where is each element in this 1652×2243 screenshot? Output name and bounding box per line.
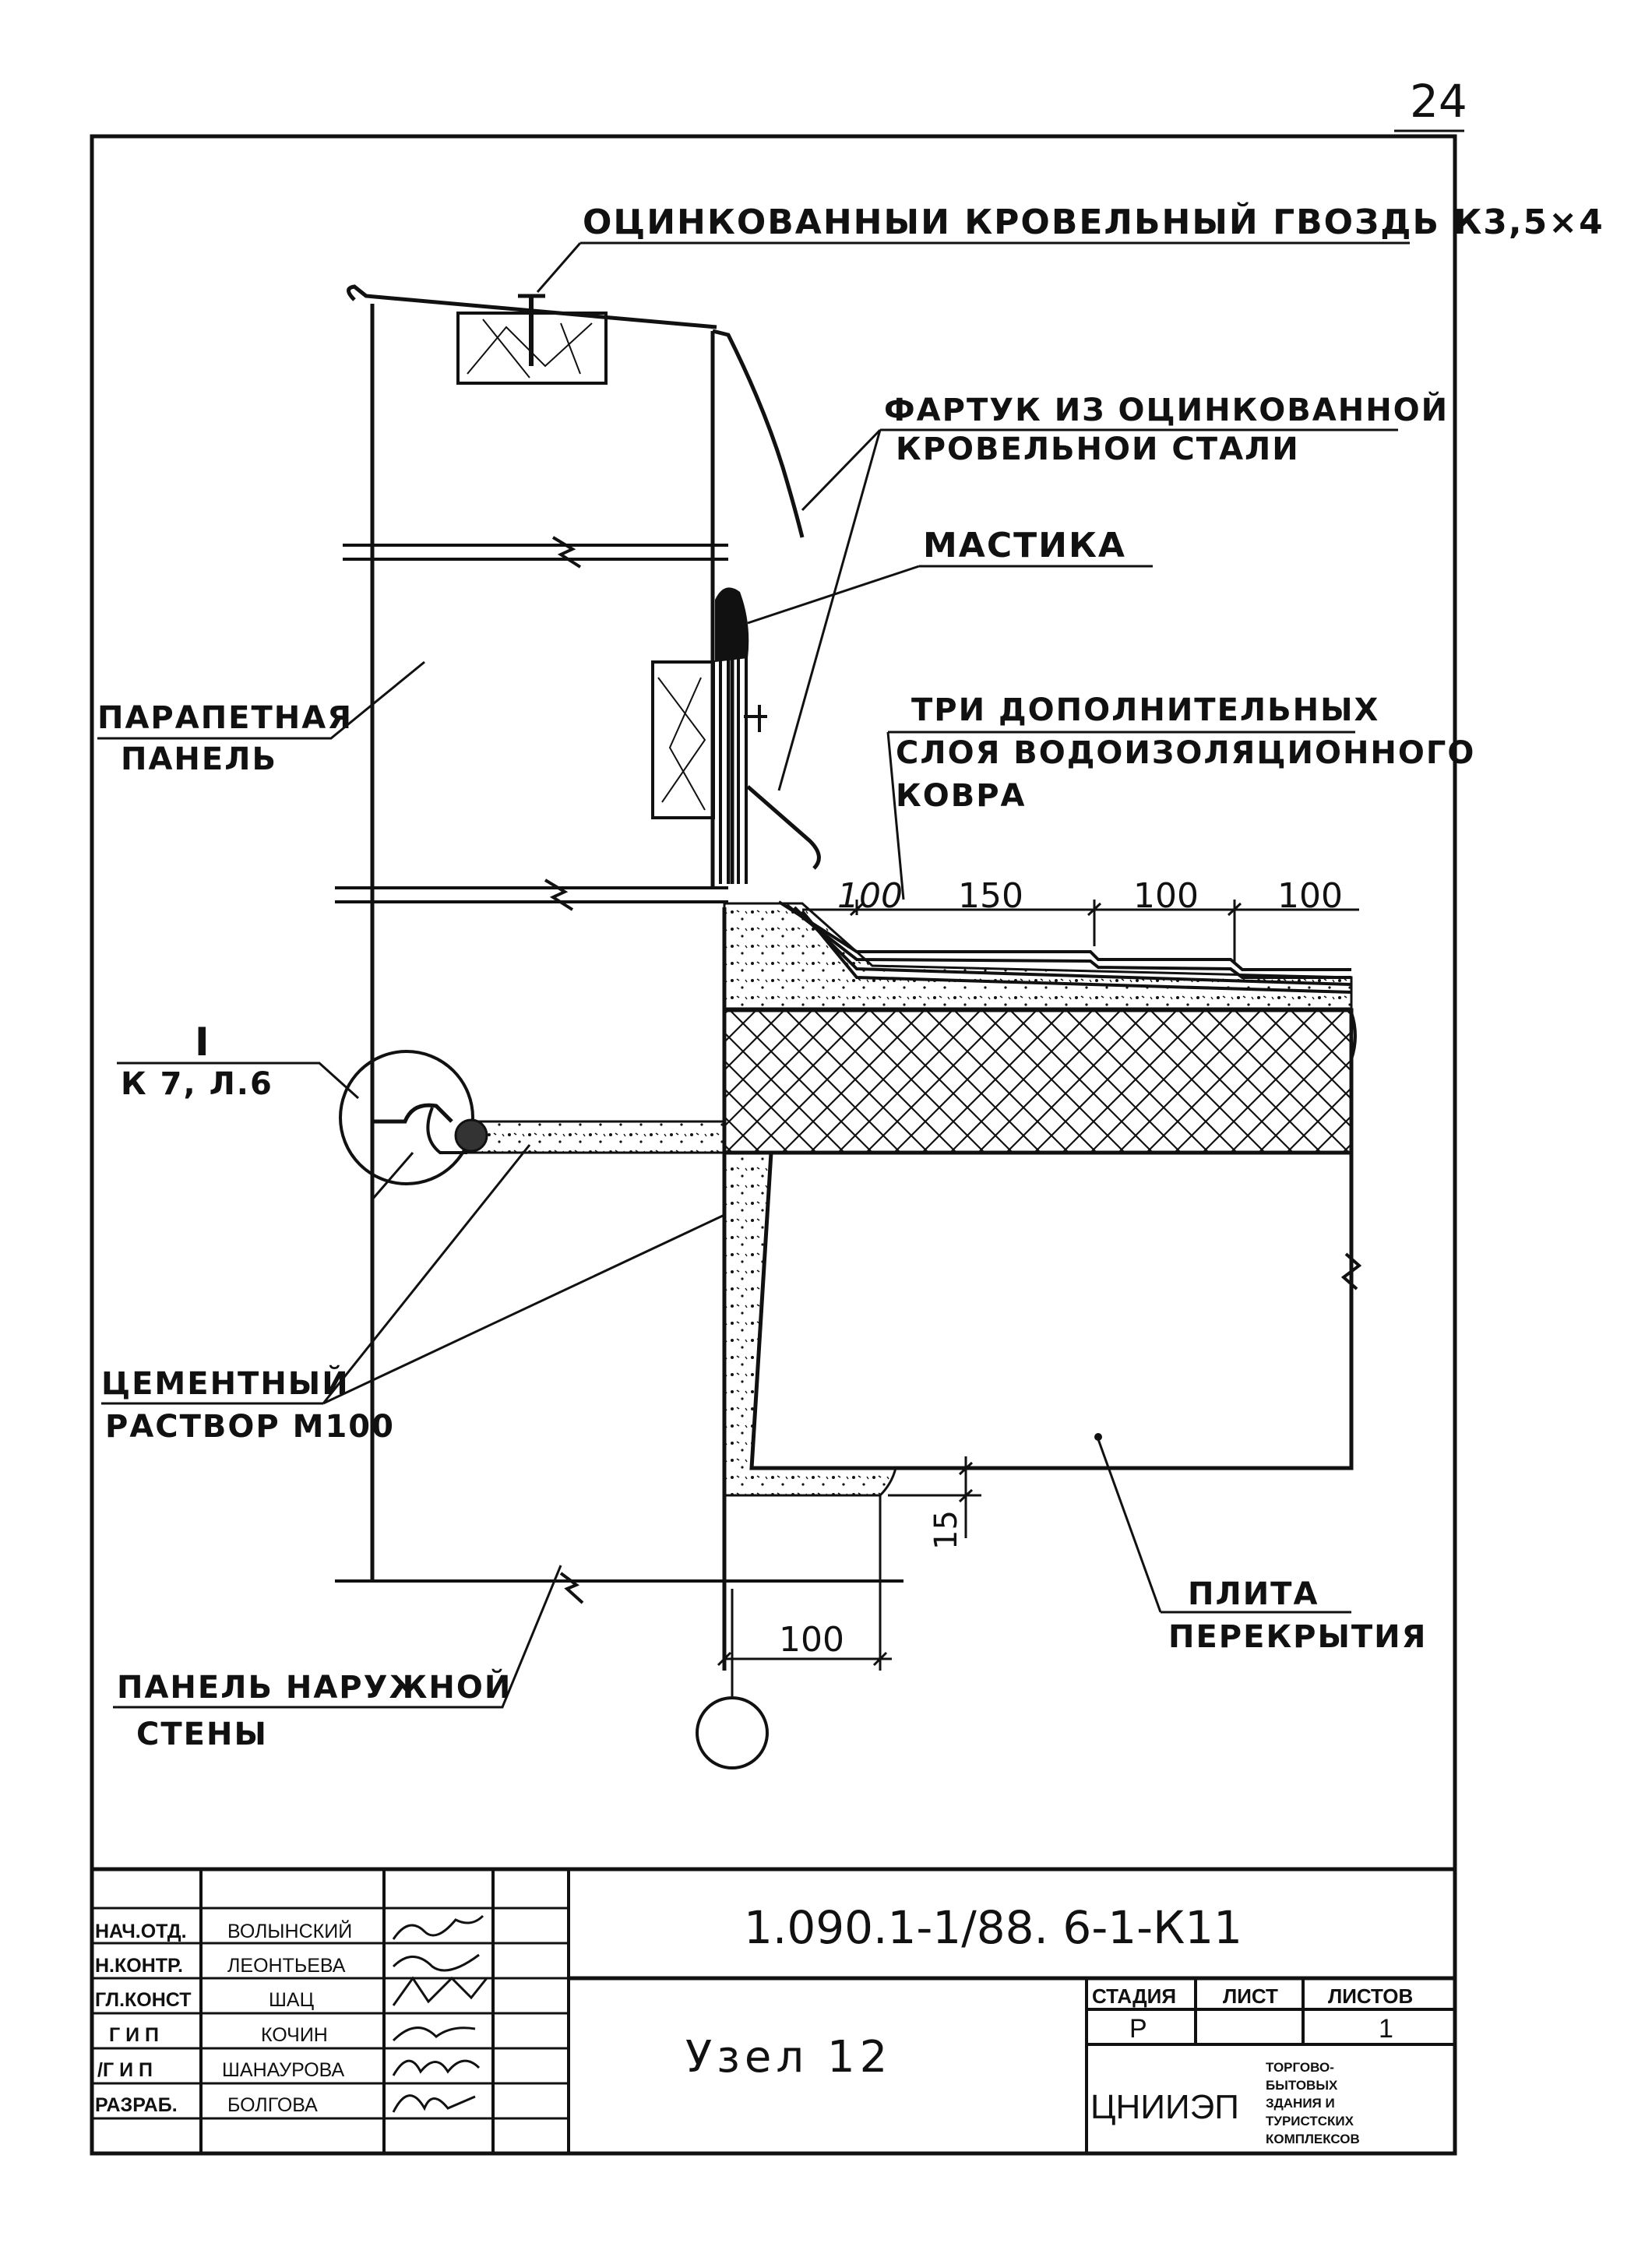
insulation-layer: [722, 1008, 1354, 1155]
dim-150: 150: [958, 876, 1023, 916]
page-number: 24: [1410, 75, 1467, 128]
label-apron-line1: ФАРТУК ИЗ ОЦИНКОВАННОЙ: [884, 391, 1449, 428]
label-cement-line2: РАСТВОР М100: [105, 1409, 395, 1445]
axis-marker: [696, 1696, 769, 1769]
steel-apron: [712, 329, 821, 884]
stage-header: СТАДИЯ: [1092, 1984, 1176, 2008]
org-name: ЦНИИЭП: [1090, 2088, 1239, 2126]
name-5: БОЛГОВА: [227, 2094, 318, 2116]
dim-100-a: 100: [837, 876, 903, 916]
mastic-fill: [715, 587, 749, 662]
org-sub-4: КОМПЛЕКСОВ: [1266, 2132, 1360, 2146]
label-slab-line1: ПЛИТА: [1188, 1576, 1319, 1612]
dim-bottom-100: 100: [779, 1620, 844, 1660]
waterproofing-layers: [777, 900, 1352, 994]
role-2: ГЛ.КОНСТ: [95, 1989, 192, 2011]
sheet-header: ЛИСТ: [1223, 1984, 1278, 2008]
label-wall-line2: СТЕНЫ: [136, 1717, 268, 1752]
org-sub-2: ЗДАНИЯ И: [1266, 2096, 1335, 2111]
role-4: /Г И П: [97, 2059, 153, 2081]
name-4: ШАНАУРОВА: [222, 2059, 345, 2081]
name-1: ЛЕОНТЬЕВА: [227, 1955, 346, 1977]
label-layers-line3: КОВРА: [896, 778, 1026, 814]
node-ref-sheet: К 7, Л.6: [121, 1066, 273, 1102]
label-slab-line2: ПЕРЕКРЫТИЯ: [1168, 1619, 1427, 1655]
dim-gap-15: 15: [928, 1510, 964, 1550]
drawing-title: Узел 12: [685, 2032, 892, 2083]
label-mastic: МАСТИКА: [923, 526, 1126, 565]
title-block: НАЧ.ОТД. ВОЛЫНСКИЙ Н.КОНТР. ЛЕОНТЬЕВА ГЛ…: [90, 1867, 1457, 2156]
top-dimension-chain: 100 150 100 100: [802, 876, 1359, 962]
label-layers-line2: СЛОЯ ВОДОИЗОЛЯЦИОННОГО: [896, 735, 1475, 771]
label-layers-line1: ТРИ ДОПОЛНИТЕЛЬНЫХ: [911, 692, 1379, 728]
role-3: Г И П: [109, 2024, 159, 2046]
nail-icon: [518, 294, 545, 366]
label-parapet-line2: ПАНЕЛЬ: [121, 741, 277, 777]
label-nail: ОЦИНКОВАННЫИ КРОВЕЛЬНЫЙ ГВОЗДЬ К3,5×4: [583, 201, 1604, 242]
name-2: ШАЦ: [269, 1989, 315, 2011]
label-wall-line1: ПАНЕЛЬ НАРУЖНОЙ: [117, 1668, 512, 1706]
node-reference-circle: [339, 1050, 488, 1200]
floor-slab: [749, 1152, 1362, 1470]
gap-dimension: 15: [888, 1456, 981, 1550]
label-parapet-line1: ПАРАПЕТНАЯ: [97, 700, 353, 736]
bottom-dimension: 100: [717, 1495, 892, 1671]
role-1: Н.КОНТР.: [95, 1955, 183, 1977]
stage-value: Р: [1129, 2014, 1147, 2044]
org-sub-3: ТУРИСТСКИХ: [1266, 2114, 1354, 2129]
label-cement-line1: ЦЕМЕНТНЫЙ: [101, 1364, 350, 1402]
org-sub-1: БЫТОВЫХ: [1266, 2078, 1338, 2093]
mortar-joint: [723, 907, 897, 1497]
role-0: НАЧ.ОТД.: [95, 1921, 187, 1942]
org-sub-0: ТОРГОВО-: [1266, 2060, 1334, 2075]
mortar-bed: [466, 1120, 726, 1154]
side-wood-block: [651, 658, 767, 884]
screed-layer: [723, 902, 1353, 1010]
dim-100-b: 100: [1133, 876, 1199, 916]
parapet-panel: [335, 284, 728, 1581]
node-ref-number: I: [195, 1019, 210, 1065]
role-5: РАЗРАБ.: [95, 2094, 178, 2116]
name-0: ВОЛЫНСКИЙ: [227, 1919, 352, 1942]
label-apron-line2: КРОВЕЛЬНОИ СТАЛИ: [896, 431, 1300, 467]
dim-100-c: 100: [1277, 876, 1343, 916]
sheets-value: 1: [1379, 2014, 1393, 2044]
document-code: 1.090.1-1/88. 6-1-К11: [744, 1901, 1242, 1954]
name-3: КОЧИН: [261, 2024, 328, 2046]
sheets-header: ЛИСТОВ: [1328, 1984, 1413, 2008]
